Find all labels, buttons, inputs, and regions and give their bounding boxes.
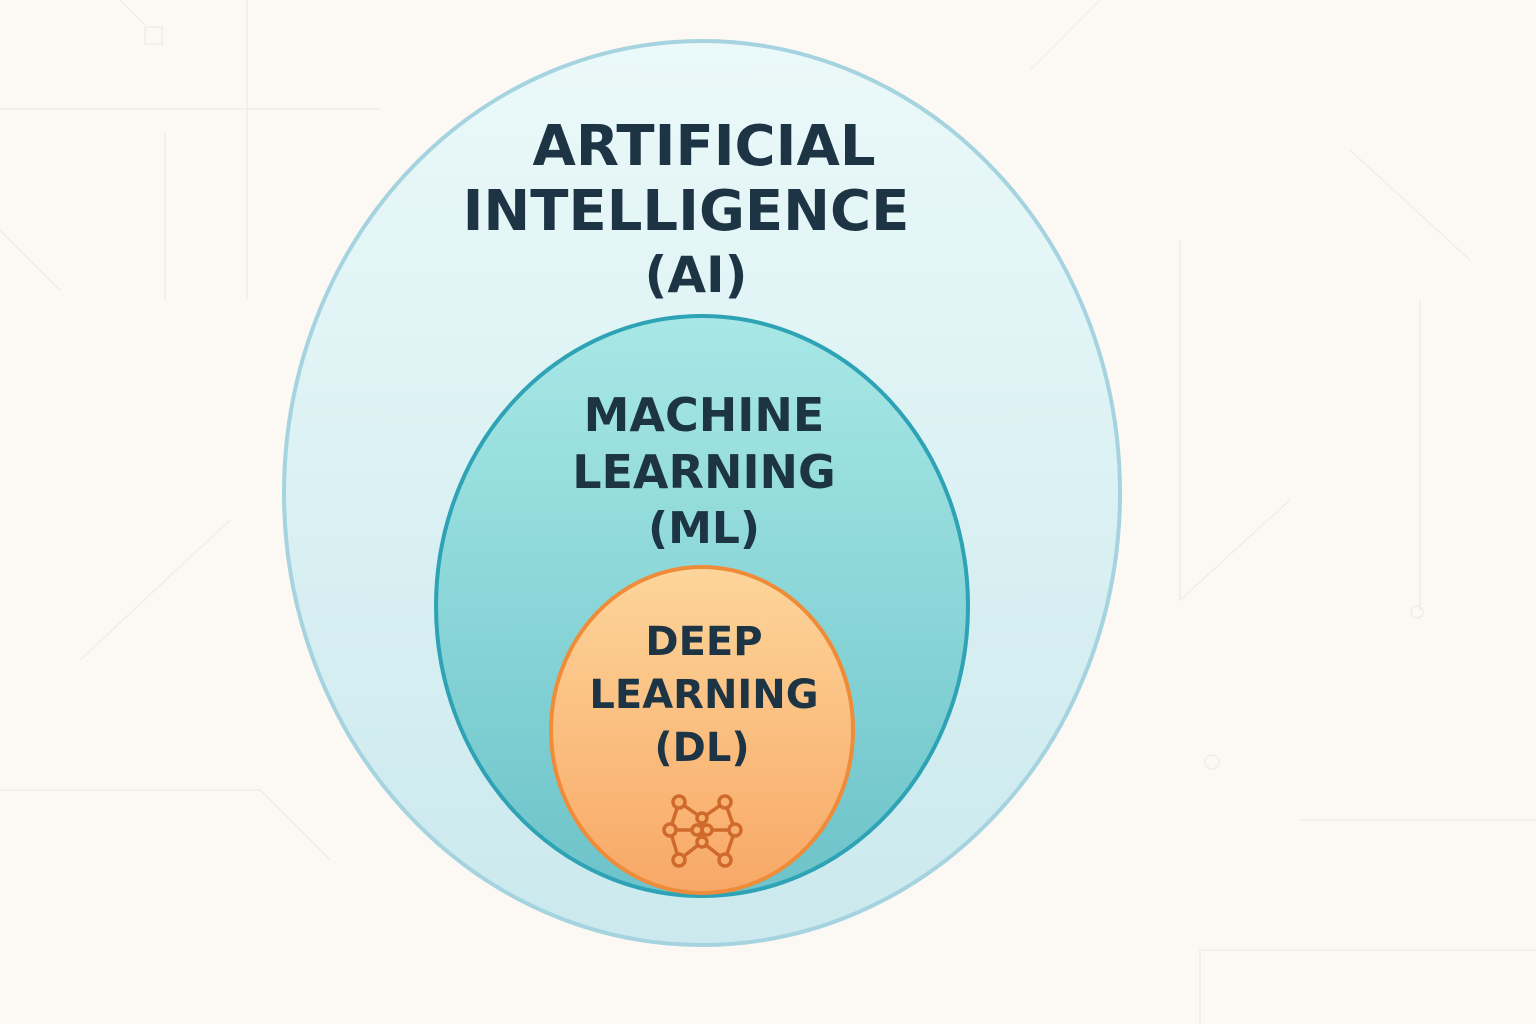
ml-label-line-3: (ML) [648,503,760,554]
dl-label-line-1: DEEP [645,619,762,665]
ai-label-line-3: (AI) [644,246,747,304]
ml-label-line-2: LEARNING [572,445,836,499]
ml-label-line-1: MACHINE [584,388,825,442]
dl-label-line-2: LEARNING [589,672,818,718]
neural-network-icon [662,794,743,868]
ai-label-line-1: ARTIFICIAL [532,114,875,179]
ai-label-line-2: INTELLIGENCE [463,179,910,244]
dl-label-line-3: (DL) [654,725,749,771]
dl-circle [549,565,855,895]
